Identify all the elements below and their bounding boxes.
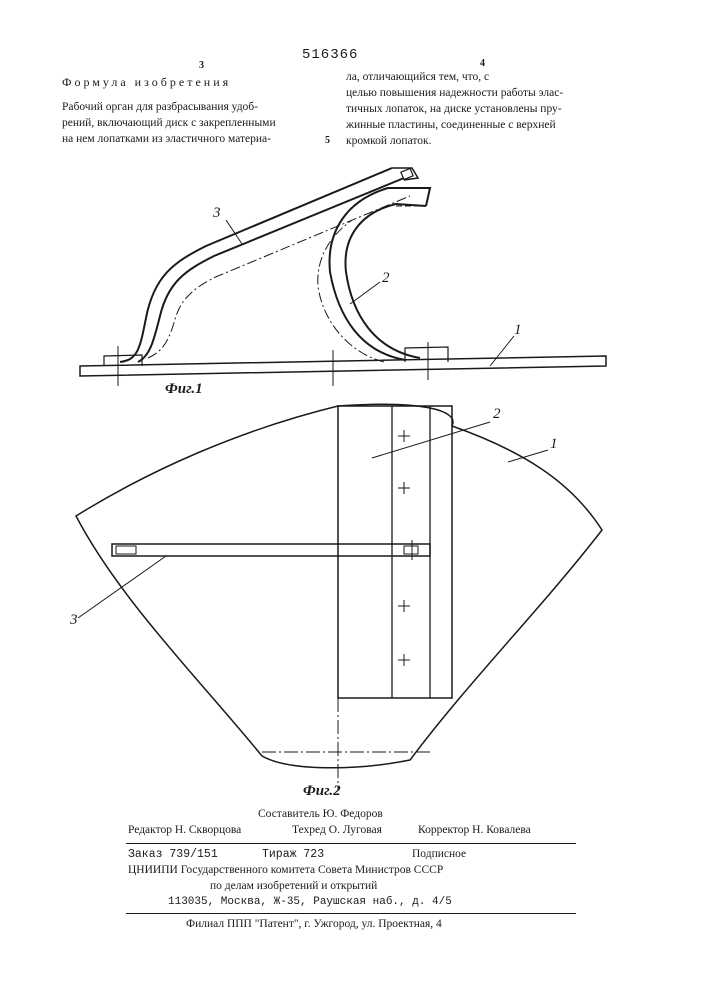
- fig2-disk-outline: [76, 404, 602, 768]
- institute-name: ЦНИИПИ Государственного комитета Совета …: [128, 864, 443, 876]
- fig2-spring-plate: [112, 544, 430, 556]
- order-number: Заказ 739/151: [128, 848, 218, 861]
- fig1-disk: [80, 356, 606, 376]
- fig2-drawing: [76, 404, 602, 790]
- fig1-drawing: [80, 168, 606, 386]
- fig2-ref-3: 3: [70, 612, 78, 629]
- fig2-ref-2: 2: [493, 406, 501, 423]
- branch-address: Филиал ППП "Патент", г. Ужгород, ул. Про…: [186, 918, 442, 930]
- fig1-ref-1: 1: [514, 322, 522, 339]
- fig1-ref-3: 3: [213, 205, 221, 222]
- fig2-ref-1: 1: [550, 436, 558, 453]
- fig2-label: Фиг.2: [303, 783, 341, 800]
- divider: [126, 913, 576, 914]
- corrector-credit: Корректор Н. Ковалева: [418, 824, 531, 836]
- fig1-label: Фиг.1: [165, 381, 203, 398]
- institute-affairs: по делам изобретений и открытий: [210, 880, 377, 892]
- divider: [126, 843, 576, 844]
- editor-credit: Редактор Н. Скворцова: [128, 824, 241, 836]
- subscription: Подписное: [412, 848, 466, 860]
- techred-credit: Техред О. Луговая: [292, 824, 382, 836]
- technical-drawing: [0, 0, 707, 800]
- fig1-ref-2: 2: [382, 270, 390, 287]
- circulation: Тираж 723: [262, 848, 324, 861]
- fig1-spring-plate: [120, 168, 392, 362]
- fig1-blade: [330, 188, 430, 360]
- compiler-credit: Составитель Ю. Федоров: [258, 808, 383, 820]
- fig2-blade-block: [338, 406, 452, 698]
- institute-address: 113035, Москва, Ж-35, Раушская наб., д. …: [168, 896, 452, 908]
